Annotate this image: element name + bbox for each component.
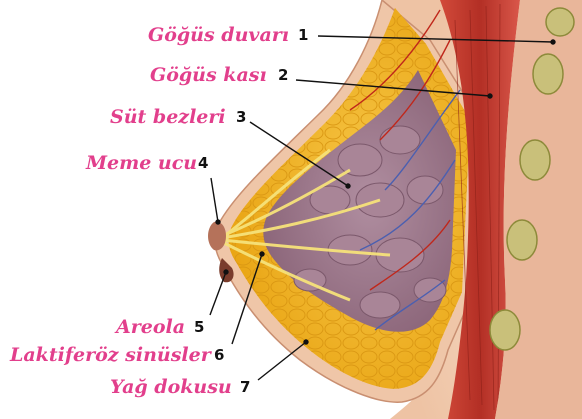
number-2: 2	[278, 66, 288, 84]
leader-5	[210, 272, 226, 315]
label-areola: Areola	[116, 316, 185, 338]
nipple	[208, 222, 226, 251]
number-4: 4	[198, 154, 208, 172]
number-3: 3	[236, 108, 246, 126]
number-1: 1	[298, 26, 308, 44]
label-sut-bezleri: Süt bezleri	[110, 106, 226, 128]
number-7: 7	[240, 378, 250, 396]
label-meme-ucu: Meme ucu	[86, 152, 197, 174]
label-yag-dokusu: Yağ dokusu	[110, 376, 232, 398]
number-5: 5	[194, 318, 204, 336]
label-gogus-duvari: Göğüs duvarı	[148, 24, 289, 46]
label-gogus-kasi: Göğüs kası	[150, 64, 267, 86]
leader-4	[211, 178, 218, 222]
number-6: 6	[214, 346, 224, 364]
leader-7	[258, 342, 306, 380]
label-laktiferoz-sinusler: Laktiferöz sinüsler	[10, 344, 211, 366]
